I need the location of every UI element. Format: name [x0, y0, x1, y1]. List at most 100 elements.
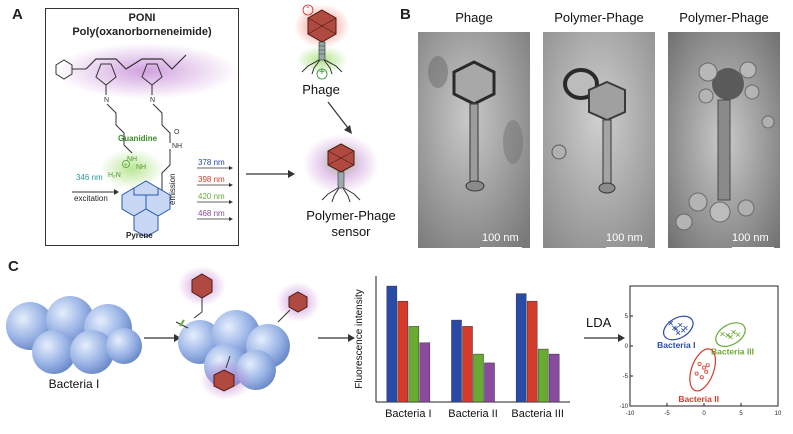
scatter-point-0-1 [673, 326, 679, 331]
pyrene-label: Pyrene [126, 231, 153, 240]
scatter-ytick-label-3: 5 [625, 314, 629, 320]
scatter-group-label-2: Bacteria II [678, 394, 719, 404]
bar-category-label-0: Bacteria I [385, 408, 431, 420]
svg-text:+: + [124, 163, 128, 169]
phage-label: Phage [302, 82, 340, 97]
scatter-point-2-4 [694, 371, 699, 376]
svg-text:NH: NH [127, 156, 137, 163]
emission-line-3: 420 nm [198, 192, 225, 201]
micrograph-polymer-phage-2 [668, 32, 780, 248]
bar-2-0 [515, 293, 527, 403]
svg-text:H₂N: H₂N [108, 172, 121, 179]
scale-label-3: 100 nm [732, 232, 769, 244]
svg-text:NH: NH [172, 143, 182, 150]
scatter-group-label-0: Bacteria I [657, 340, 695, 350]
scatter-point-0-5 [675, 330, 681, 336]
bar-2-2 [537, 348, 549, 403]
scatter-ytick-label-0: -10 [620, 404, 629, 410]
svg-text:N: N [104, 97, 109, 104]
micrograph-phage [418, 32, 530, 248]
sensor-illustration [303, 134, 379, 203]
bar-0-0 [386, 285, 398, 403]
scatter-xtick-label-2: 0 [702, 411, 706, 417]
scatter-ellipse-1 [715, 322, 746, 347]
scatter-point-2-3 [699, 375, 704, 380]
bar-y-label: Fluorescence intensity [354, 289, 365, 389]
excitation-wavelength: 346 nm [76, 173, 103, 182]
emission-line-1: 378 nm [198, 158, 225, 167]
phage-illustration [294, 4, 350, 80]
scatter-xtick-label-1: -5 [664, 411, 670, 417]
bar-1-3 [484, 362, 495, 403]
scatter-point-0-6 [683, 325, 688, 331]
bar-0-1 [397, 300, 409, 403]
arrow-c1 [144, 334, 181, 342]
scalebar-3 [732, 247, 774, 250]
bar-2-1 [526, 300, 538, 403]
bar-category-label-1: Bacteria II [448, 408, 498, 420]
scatter-point-1-2 [731, 329, 736, 335]
poni-structure-drawing: N N NH NH H₂N + NH O [54, 43, 238, 238]
scatter-point-2-2 [704, 369, 709, 374]
arrow-lda [584, 334, 625, 342]
bacteria-cluster [6, 296, 142, 374]
poni-title: PONI [128, 12, 156, 24]
scatter-point-1-0 [720, 331, 725, 337]
scale-label-1: 100 nm [482, 232, 519, 244]
scatter-xtick-label-0: -10 [626, 411, 635, 417]
panel-b-letter: B [400, 6, 411, 23]
bar-2-3 [548, 353, 560, 403]
arrow-c2 [318, 334, 355, 342]
svg-text:NH: NH [136, 164, 146, 171]
bacteria-with-sensors [175, 266, 320, 400]
bar-0-2 [408, 326, 420, 403]
micrograph-polymer-phage-1 [543, 32, 655, 248]
bar-1-2 [473, 353, 484, 403]
scatter-point-1-4 [735, 332, 741, 337]
scatter-group-label-1: Bacteria III [711, 347, 754, 357]
emission-label: emission [168, 173, 177, 205]
scatter-ytick-label-1: -5 [623, 374, 629, 380]
scatter-point-2-1 [702, 365, 707, 370]
scatter-ellipse-0 [662, 315, 694, 341]
excitation-label: excitation [74, 194, 108, 203]
plus-charge: + [319, 67, 325, 78]
scatter-point-1-3 [728, 334, 733, 340]
minus-charge: - [306, 2, 310, 13]
scatter-point-0-0 [668, 320, 673, 326]
bar-category-label-2: Bacteria III [511, 408, 564, 420]
poni-subtitle: Poly(oxanorborneneimide) [72, 26, 212, 38]
arrow-phage-to-sensor [327, 101, 352, 134]
scale-label-2: 100 nm [606, 232, 643, 244]
scatter-point-2-0 [697, 362, 702, 367]
bar-0-3 [419, 342, 431, 403]
scatter-point-0-2 [678, 322, 683, 328]
emission-line-4: 468 nm [198, 209, 225, 218]
guanidine-label: Guanidine [118, 134, 158, 143]
svg-text:O: O [174, 129, 180, 136]
scatter-point-1-1 [725, 332, 730, 338]
svg-text:N: N [150, 97, 155, 104]
emission-line-2: 398 nm [198, 175, 225, 184]
lda-label: LDA [586, 315, 612, 330]
bar-1-0 [451, 319, 462, 403]
micrograph-title-1: Phage [455, 10, 493, 25]
bacteria-label: Bacteria I [48, 377, 100, 391]
micrograph-title-2: Polymer-Phage [554, 10, 644, 25]
panel-c-letter: C [8, 258, 19, 275]
scatter-point-0-4 [672, 325, 677, 331]
sensor-label-1: Polymer-Phage [306, 208, 396, 223]
arrow-to-sensor [246, 170, 295, 178]
poni-structure-box: PONI Poly(oxanorborneneimide) N N NH NH [45, 8, 239, 246]
scatter-xtick-label-4: 10 [775, 411, 782, 417]
scalebar-1 [480, 247, 522, 250]
sensor-label-2: sensor [331, 224, 371, 239]
bar-1-1 [462, 326, 473, 403]
scalebar-2 [606, 247, 648, 250]
panel-a-letter: A [12, 6, 23, 23]
scatter-ellipse-2 [689, 348, 717, 392]
scatter-point-2-5 [705, 363, 710, 368]
scatter-xtick-label-3: 5 [739, 411, 743, 417]
